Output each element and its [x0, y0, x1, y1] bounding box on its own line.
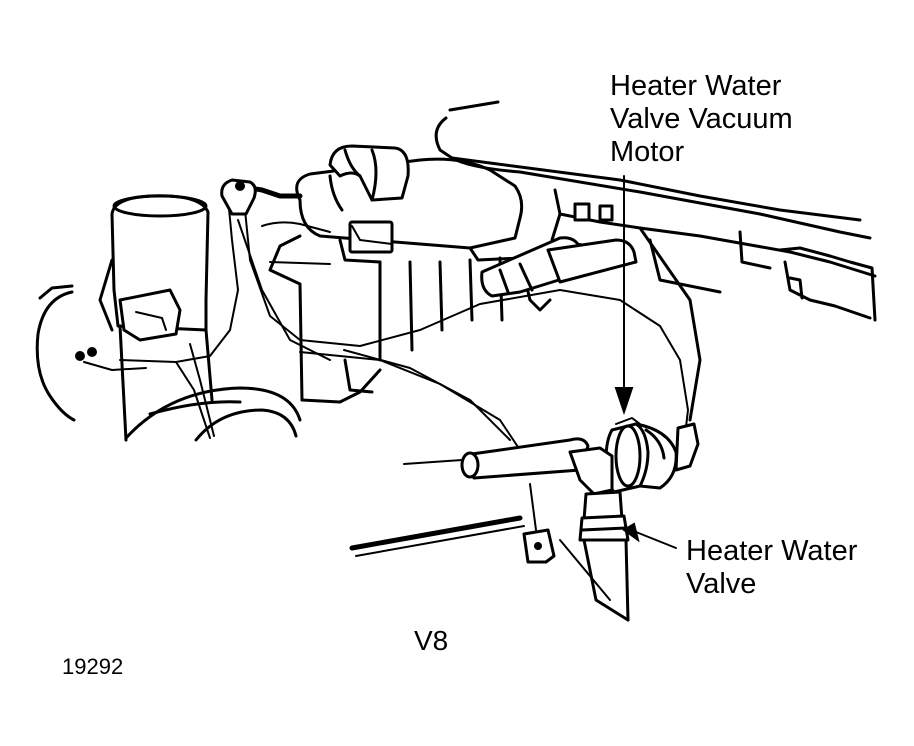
- oil-filter: [98, 194, 214, 442]
- motor-label-line-3: Motor: [610, 136, 685, 168]
- valve-callout-arrow: [622, 522, 677, 549]
- motor-callout-arrow: [614, 175, 634, 416]
- heater-water-valve-label: Heater Water Valve: [686, 535, 857, 601]
- heater-valve-assembly: [403, 417, 678, 622]
- engine-type-label: V8: [414, 625, 449, 656]
- figure-number: 19292: [62, 654, 124, 679]
- valve-label-line-2: Valve: [686, 568, 757, 600]
- left-dial: [35, 284, 147, 422]
- heater-hoses: [480, 236, 638, 298]
- heater-water-valve-vacuum-motor-label: Heater Water Valve Vacuum Motor: [610, 70, 793, 169]
- valve-label-line-1: Heater Water: [686, 535, 858, 567]
- connector-plug: [522, 483, 556, 564]
- upper-hose: [328, 144, 410, 212]
- frame-rail: [349, 515, 525, 557]
- motor-label-line-2: Valve Vacuum: [610, 103, 793, 135]
- vacuum-lines: [119, 178, 700, 472]
- motor-label-line-1: Heater Water: [610, 70, 782, 102]
